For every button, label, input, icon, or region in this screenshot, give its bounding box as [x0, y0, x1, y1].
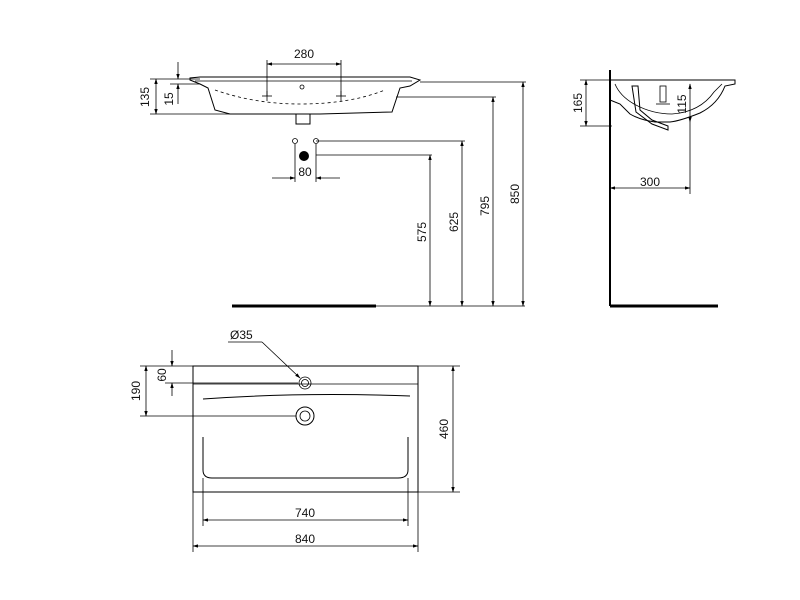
dim-label-diameter-35: Ø35: [230, 328, 253, 342]
front-tap-holes: [262, 84, 346, 101]
dim-795: 795: [396, 96, 496, 307]
plan-outline: [192, 365, 419, 493]
dim-115: 115: [675, 83, 692, 123]
dim-575: 575: [316, 154, 432, 307]
dim-label-460: 460: [437, 419, 451, 439]
dim-190: 190: [129, 365, 296, 417]
side-view: 165 115 300: [571, 70, 736, 308]
dim-label-190: 190: [129, 381, 143, 401]
dim-diameter-35: Ø35: [228, 328, 301, 379]
dim-740: 740: [202, 478, 409, 526]
dim-840: 840: [192, 492, 419, 552]
waste-pipe-icon: [299, 151, 309, 161]
dim-135: 135: [138, 78, 230, 115]
dim-label-80: 80: [298, 165, 312, 179]
dim-label-60: 60: [155, 368, 169, 382]
dim-label-625: 625: [447, 212, 461, 232]
dim-label-280: 280: [294, 47, 314, 61]
dim-165: 165: [571, 79, 612, 127]
dim-460: 460: [418, 365, 460, 493]
front-bowl-hidden: [214, 89, 386, 105]
dim-850: 850: [420, 81, 526, 307]
dim-15: 15: [162, 62, 200, 106]
side-basin-profile: [609, 79, 736, 123]
dim-label-15: 15: [162, 92, 176, 106]
dim-300: 300: [609, 122, 691, 194]
plan-waste: [295, 406, 315, 426]
dim-label-115: 115: [675, 94, 689, 113]
front-basin-outline: [189, 76, 422, 115]
dim-label-740: 740: [295, 506, 315, 520]
plan-bowl: [202, 437, 409, 479]
dim-label-575: 575: [415, 222, 429, 242]
dim-80: 80: [272, 165, 340, 180]
front-waste-outlet: [295, 113, 311, 125]
dim-label-840: 840: [295, 532, 315, 546]
front-view: 280 135 15 80: [138, 47, 526, 308]
dim-280: 280: [266, 47, 342, 96]
dim-60: 60: [155, 350, 298, 396]
dim-label-795: 795: [478, 196, 492, 216]
dim-625: 625: [316, 140, 465, 307]
plan-tap-hole: [298, 376, 312, 390]
dim-label-135: 135: [138, 87, 152, 107]
dim-label-165: 165: [571, 93, 585, 113]
dim-label-300: 300: [640, 175, 660, 189]
dim-label-850: 850: [508, 184, 522, 204]
plan-view: Ø35 60 190 460 740: [129, 328, 460, 552]
